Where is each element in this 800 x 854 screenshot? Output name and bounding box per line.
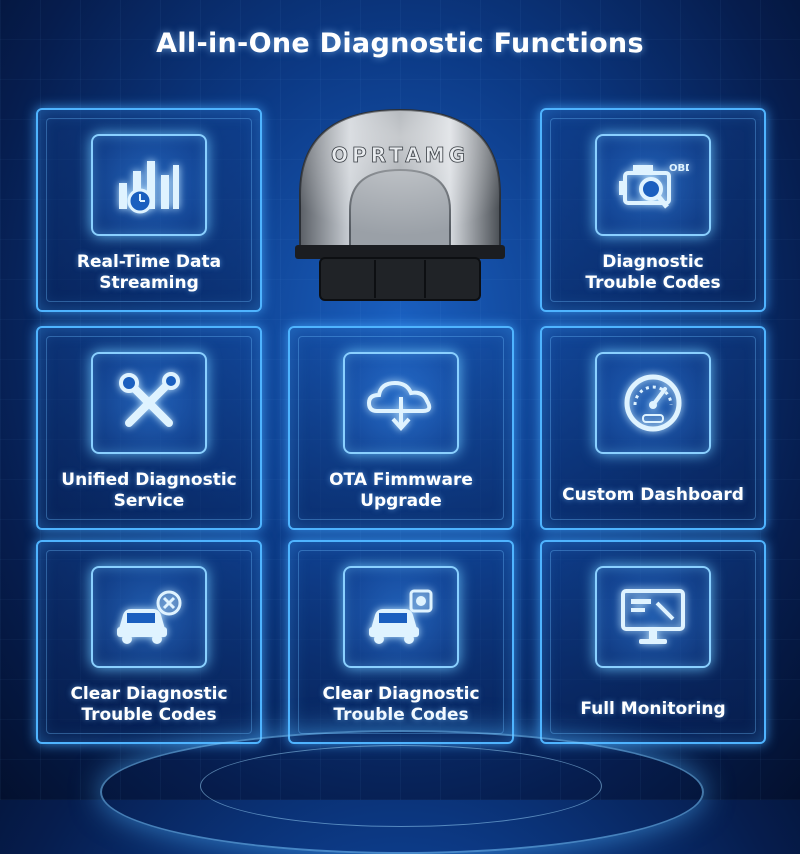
feature-card-full-monitoring[interactable]: Full Monitoring [540, 540, 766, 744]
monitor-icon [595, 566, 711, 668]
car-scan-icon [343, 566, 459, 668]
feature-label: OTA Fimmware Upgrade [329, 470, 473, 511]
wrench-screwdriver-icon [91, 352, 207, 454]
feature-label: Diagnostic Trouble Codes [585, 252, 721, 293]
device-brand-text: OPRTAMG [331, 143, 469, 167]
speedometer-icon [595, 352, 711, 454]
feature-card-real-time-data[interactable]: Real-Time Data Streaming [36, 108, 262, 312]
feature-label: Unified Diagnostic Service [61, 470, 237, 511]
feature-card-diagnostic-trouble-codes[interactable]: OBD Diagnostic Trouble Codes [540, 108, 766, 312]
feature-label: Custom Dashboard [562, 485, 744, 505]
feature-card-custom-dashboard[interactable]: Custom Dashboard [540, 326, 766, 530]
feature-card-clear-trouble-codes-2[interactable]: Clear Diagnostic Trouble Codes [288, 540, 514, 744]
feature-label: Clear Diagnostic Trouble Codes [322, 684, 480, 725]
car-clear-icon [91, 566, 207, 668]
engine-obd-magnifier-icon: OBD [595, 134, 711, 236]
feature-card-unified-diagnostic-service[interactable]: Unified Diagnostic Service [36, 326, 262, 530]
svg-text:OBD: OBD [669, 163, 689, 174]
feature-label: Real-Time Data Streaming [76, 252, 222, 293]
feature-label: Full Monitoring [580, 699, 726, 719]
obd-device-graphic: OPRTAMG [295, 108, 505, 301]
glow-platform-inner [200, 745, 602, 827]
cloud-download-icon [343, 352, 459, 454]
obd-device-image: OPRTAMG [280, 100, 520, 310]
feature-label: Clear Diagnostic Trouble Codes [70, 684, 228, 725]
feature-card-clear-trouble-codes-1[interactable]: Clear Diagnostic Trouble Codes [36, 540, 262, 744]
page-title: All-in-One Diagnostic Functions [156, 28, 644, 59]
feature-card-ota-firmware-upgrade[interactable]: OTA Fimmware Upgrade [288, 326, 514, 530]
bar-chart-clock-icon [91, 134, 207, 236]
